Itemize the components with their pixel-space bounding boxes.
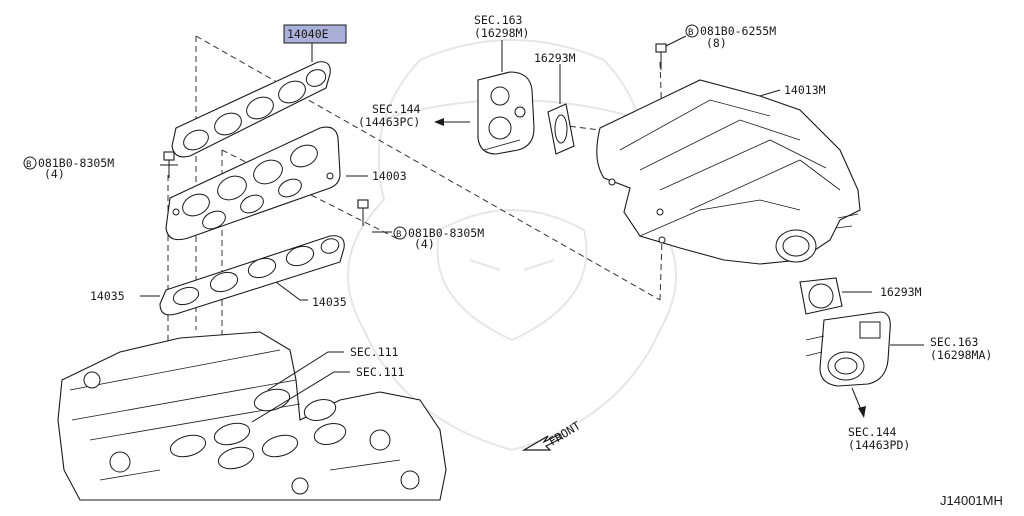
label-bolt-left-qty: (4) (44, 167, 65, 181)
label-bolt-top-right[interactable]: 081B0-6255M (700, 24, 776, 38)
label-16293m-right[interactable]: 16293M (880, 285, 922, 299)
bolt-left-icon (163, 151, 175, 178)
label-sec163-right-ref: (16298MA) (930, 348, 992, 362)
bolt-symbol-mid (393, 226, 407, 240)
leader-lines (140, 35, 924, 423)
front-arrow-icon (521, 433, 563, 451)
adapter-14003[interactable] (165, 126, 341, 241)
bolt-symbol-left (23, 156, 37, 170)
label-sec163-top[interactable]: SEC.163 (474, 13, 523, 27)
gasket-14040e[interactable] (171, 61, 331, 158)
gasket-14035[interactable] (159, 235, 345, 316)
label-bolt-mid-qty: (4) (414, 237, 435, 251)
label-sec144-bottom[interactable]: SEC.144 (848, 425, 897, 439)
arrow-sec144-bottom-icon (851, 387, 866, 418)
bolt-top-right-icon (655, 43, 667, 70)
label-14035-left[interactable]: 14035 (90, 289, 125, 303)
label-bolt-left[interactable]: 081B0-8305M (38, 156, 114, 170)
label-front: FRONT (546, 418, 583, 448)
label-16293m-top[interactable]: 16293M (534, 51, 576, 65)
bolt-symbol-mid-text: B (396, 230, 401, 240)
gasket-16293m-right[interactable] (799, 277, 843, 315)
label-sec144-left[interactable]: SEC.144 (372, 102, 421, 116)
bolt-mid-icon (357, 199, 369, 226)
diagram-id: J14001MH (940, 493, 1003, 508)
gasket-16293m-top[interactable] (547, 103, 575, 155)
label-sec163-right[interactable]: SEC.163 (930, 335, 979, 349)
bolt-symbol-left-text: B (26, 160, 31, 170)
label-sec111-a[interactable]: SEC.111 (350, 345, 399, 359)
arrow-sec144-left-icon (434, 118, 470, 126)
label-14035-right[interactable]: 14035 (312, 295, 347, 309)
label-sec144-left-ref: (14463PC) (358, 115, 420, 129)
callout-14040e-box[interactable] (283, 24, 347, 44)
label-14013m[interactable]: 14013M (784, 83, 826, 97)
label-bolt-mid[interactable]: 081B0-8305M (408, 226, 484, 240)
label-sec111-b[interactable]: SEC.111 (356, 365, 405, 379)
bolt-symbol-top-right-text: B (688, 28, 693, 38)
label-sec144-bottom-ref: (14463PD) (848, 438, 910, 452)
label-sec163-top-ref: (16298M) (474, 26, 529, 40)
throttle-body[interactable] (805, 311, 891, 387)
bolt-symbol-top-right (685, 24, 699, 38)
label-14040e[interactable]: 14040E (287, 27, 329, 41)
label-14003[interactable]: 14003 (372, 169, 407, 183)
label-bolt-top-right-qty: (8) (706, 36, 727, 50)
intake-manifold-14013m[interactable] (596, 79, 861, 265)
valve-unit-sec163[interactable] (477, 71, 535, 155)
engine-block (57, 331, 447, 501)
